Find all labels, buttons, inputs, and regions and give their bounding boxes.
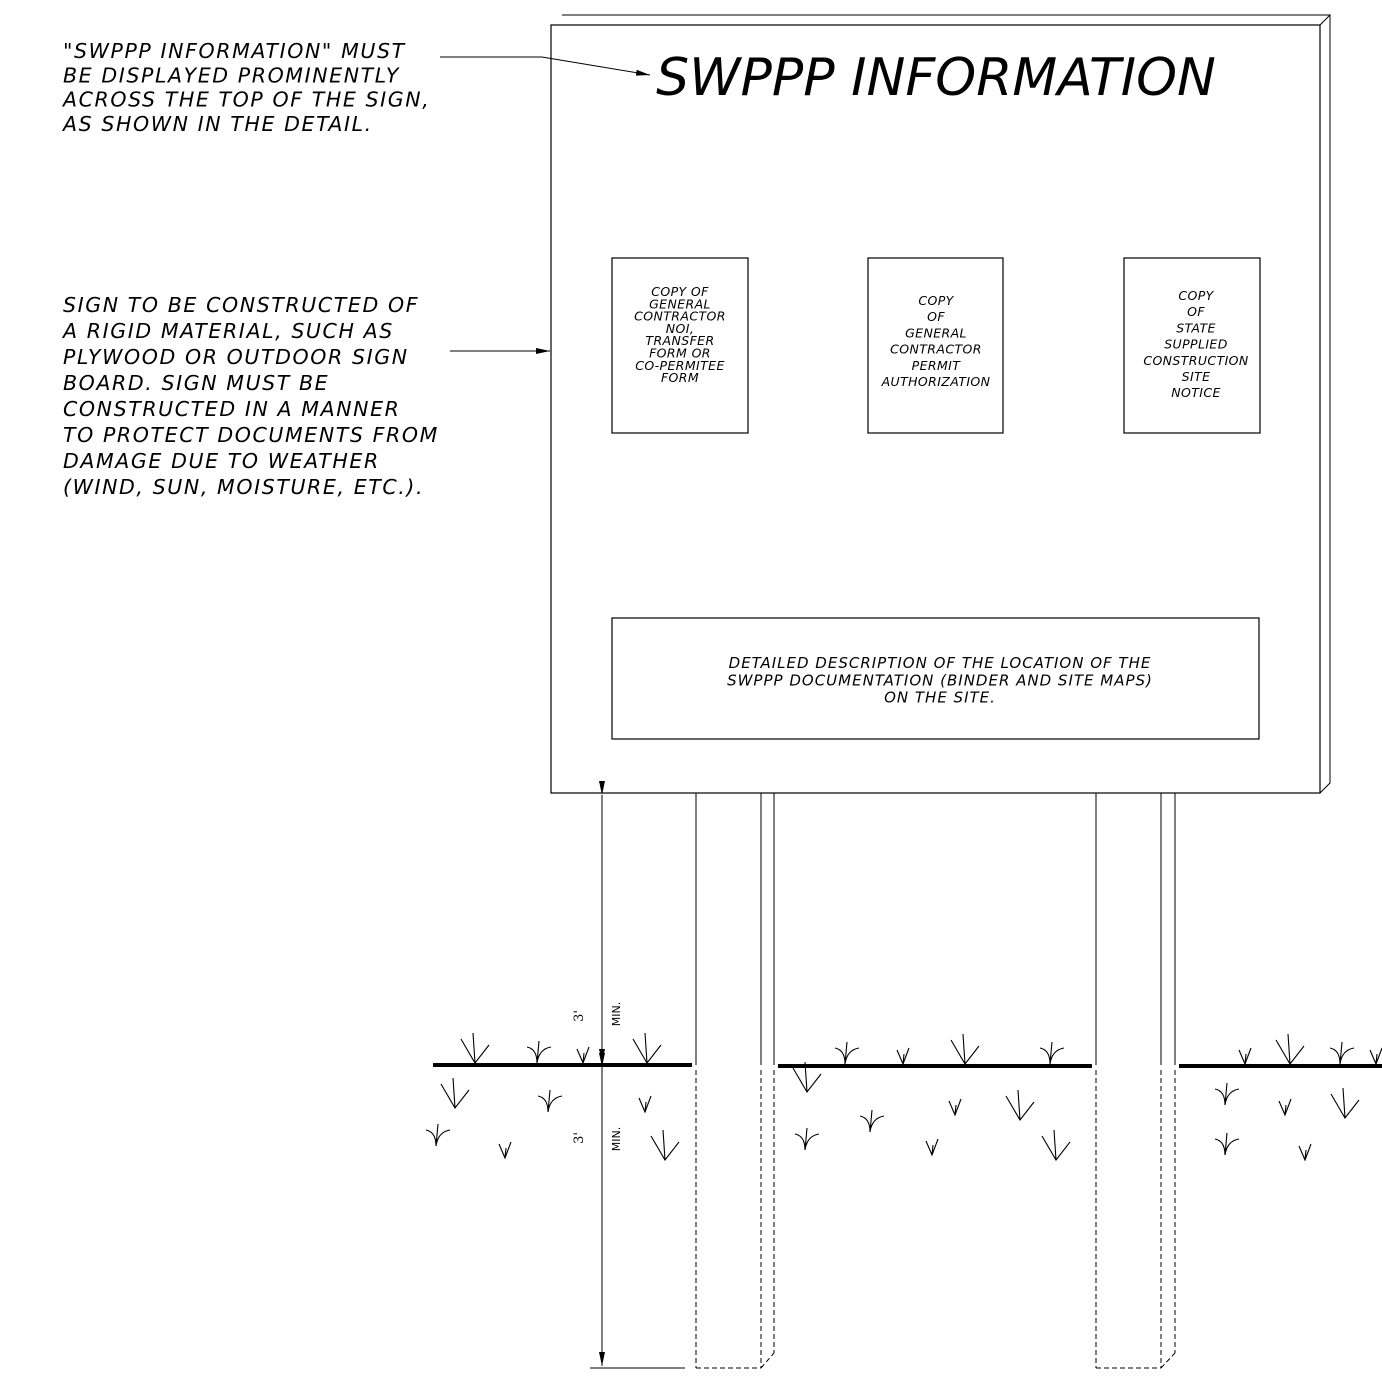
grass-tuft	[1275, 1033, 1305, 1065]
text-line: GENERAL	[649, 296, 711, 311]
grass-tuft	[650, 1129, 680, 1161]
grass-tuft	[1278, 1098, 1292, 1117]
dimension-above-value: 3'	[572, 1010, 587, 1022]
grass-tuft	[792, 1061, 822, 1093]
document-box-site-notice-frame	[1123, 257, 1261, 434]
text-line: OF	[1187, 304, 1205, 319]
grass-tuft	[859, 1109, 885, 1133]
grass-tuft	[794, 1127, 820, 1151]
text-line: PLYWOOD OR OUTDOOR SIGN	[63, 345, 409, 369]
text-line: GENERAL	[905, 325, 967, 340]
grass-tuft	[1039, 1041, 1065, 1065]
grass-tuft	[1329, 1041, 1355, 1065]
text-line: DETAILED DESCRIPTION OF THE LOCATION OF …	[729, 654, 1152, 672]
description-panel-frame	[611, 617, 1260, 740]
text-line: SIGN TO BE CONSTRUCTED OF	[63, 293, 419, 317]
left-post	[695, 793, 775, 1369]
title-note-leader	[440, 56, 651, 76]
grass-tuft	[498, 1141, 512, 1160]
text-line: COPY	[1178, 288, 1214, 303]
grass-tuft	[948, 1098, 962, 1117]
right-post	[1095, 793, 1176, 1369]
grass-tuft	[1369, 1047, 1382, 1066]
text-line: ACROSS THE TOP OF THE SIGN,	[61, 88, 430, 112]
ground-line	[433, 1063, 1382, 1068]
sign-board-face	[550, 24, 1321, 794]
text-line: FORM OR	[649, 346, 711, 361]
grass-tuft	[1005, 1089, 1035, 1121]
text-line: BOARD. SIGN MUST BE	[63, 371, 329, 395]
dimension-below-value: 3'	[572, 1132, 587, 1144]
text-line: (WIND, SUN, MOISTURE, ETC.).	[63, 475, 424, 499]
grass-tuft	[896, 1047, 910, 1066]
text-line: BE DISPLAYED PROMINENTLY	[63, 63, 400, 87]
height-dimension: 3' MIN. 3' MIN.	[560, 781, 685, 1369]
grass-tuft	[537, 1089, 563, 1113]
text-line: "SWPPP INFORMATION" MUST	[63, 39, 406, 63]
text-line: SITE	[1182, 369, 1211, 384]
sign-board-side-edge	[1319, 15, 1331, 794]
text-line: CONTRACTOR	[634, 309, 726, 324]
grass-tuft	[1041, 1129, 1071, 1161]
grass-tufts	[425, 1032, 1382, 1162]
grass-tuft	[576, 1046, 590, 1065]
grass-tuft	[834, 1041, 860, 1065]
text-line: ON THE SITE.	[884, 689, 996, 707]
text-line: STATE	[1176, 320, 1216, 335]
text-line: TRANSFER	[645, 333, 714, 348]
text-line: CONSTRUCTION	[1143, 353, 1249, 368]
grass-tuft	[950, 1033, 980, 1065]
grass-tuft	[425, 1123, 451, 1147]
text-line: SUPPLIED	[1164, 337, 1228, 352]
text-line: A RIGID MATERIAL, SUCH AS	[61, 319, 394, 343]
document-box-permit-frame	[867, 257, 1004, 434]
dimension-below-qualifier: MIN.	[610, 1127, 623, 1151]
grass-tuft	[1214, 1082, 1240, 1106]
grass-tuft	[1298, 1143, 1312, 1162]
text-line: COPY	[918, 293, 954, 308]
text-line: CONSTRUCTED IN A MANNER	[63, 397, 400, 421]
grass-tuft	[638, 1095, 652, 1114]
text-line: NOI,	[666, 321, 694, 336]
text-line: CONTRACTOR	[890, 342, 982, 357]
text-line: OF	[927, 309, 945, 324]
grass-tuft	[440, 1077, 470, 1109]
text-line: AS SHOWN IN THE DETAIL.	[61, 112, 373, 136]
grass-tuft	[526, 1040, 552, 1064]
text-line: AUTHORIZATION	[881, 374, 991, 389]
description-panel: DETAILED DESCRIPTION OF THE LOCATION OF …	[611, 617, 1260, 740]
text-line: NOTICE	[1171, 385, 1221, 400]
text-line: CO-PERMITEE	[635, 358, 725, 373]
sign-board	[550, 14, 1332, 794]
sign-title: SWPPP INFORMATION	[656, 48, 1216, 108]
text-line: FORM	[661, 370, 699, 385]
grass-tuft	[925, 1138, 939, 1157]
grass-tuft	[1238, 1047, 1252, 1066]
sign-board-top-edge	[562, 14, 1332, 26]
text-line: PERMIT	[912, 358, 962, 373]
description-panel-text: DETAILED DESCRIPTION OF THE LOCATION OF …	[727, 654, 1153, 707]
document-box-noi-frame	[611, 257, 749, 434]
grass-tuft	[1214, 1132, 1240, 1156]
grass-tuft	[1330, 1087, 1360, 1119]
text-line: TO PROTECT DOCUMENTS FROM	[63, 423, 439, 447]
text-line: SWPPP DOCUMENTATION (BINDER AND SITE MAP…	[727, 671, 1153, 689]
grass-tuft	[460, 1032, 490, 1064]
grass-tuft	[632, 1032, 662, 1064]
text-line: DAMAGE DUE TO WEATHER	[63, 449, 380, 473]
text-line: COPY OF	[651, 284, 709, 299]
dimension-above-qualifier: MIN.	[610, 1002, 623, 1026]
